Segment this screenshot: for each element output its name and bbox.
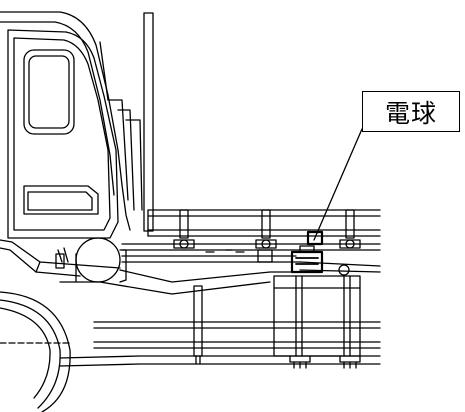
deck-brackets — [173, 209, 361, 263]
side-guard — [59, 285, 381, 367]
bulb-lamp — [290, 230, 350, 276]
cab-window — [23, 49, 75, 135]
callout-leader-line — [313, 128, 363, 241]
lower-frame — [273, 275, 361, 369]
front-wheel — [0, 291, 71, 412]
mast-pole — [143, 12, 154, 232]
bulb-callout-label: 電球 — [384, 98, 437, 128]
round-tank — [75, 237, 127, 283]
bulb-callout-box: 電球 — [362, 91, 460, 132]
truck-cab — [0, 11, 143, 277]
